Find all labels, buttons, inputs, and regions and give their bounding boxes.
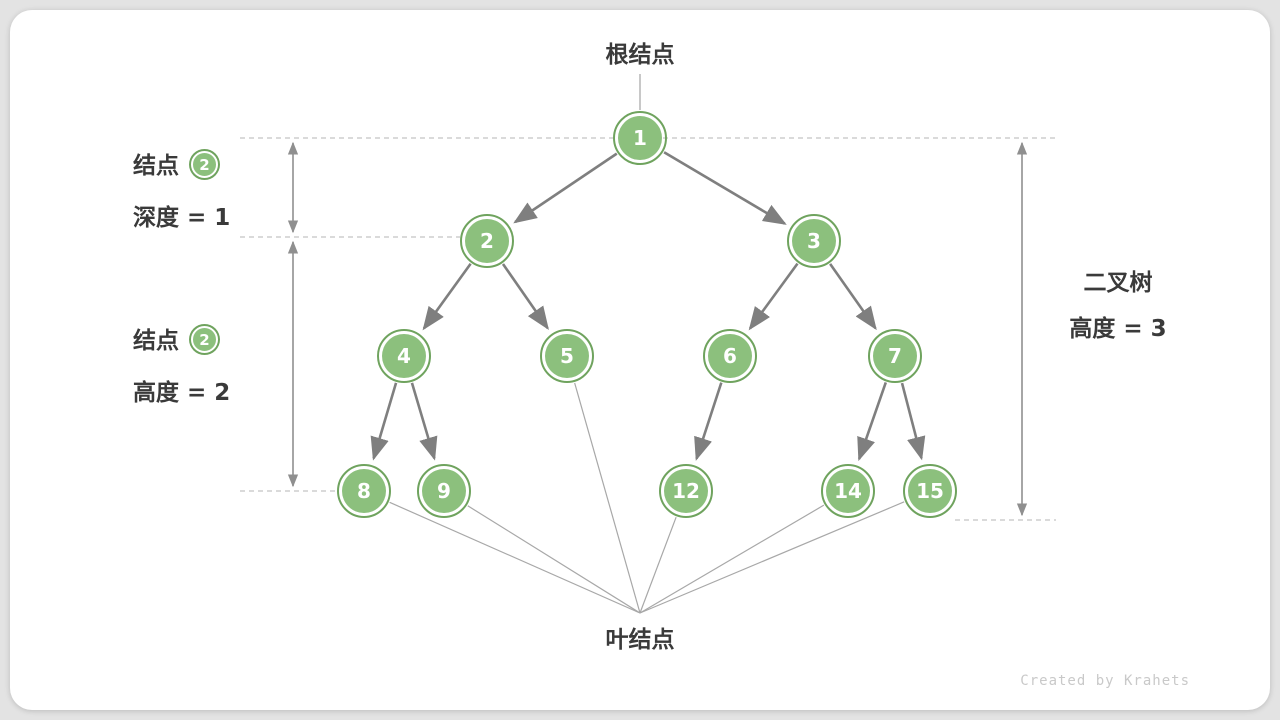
leaf-pointer-line: [574, 382, 641, 614]
tree-node-3: 3: [787, 214, 841, 268]
node-value: 12: [672, 479, 700, 503]
node-outer-ring: [821, 464, 875, 518]
node-outer-ring: [613, 111, 667, 165]
tree-node-1: 1: [613, 111, 667, 165]
node-value: 4: [397, 344, 411, 368]
node-outer-ring: [377, 329, 431, 383]
leaf-pointer-line: [389, 501, 641, 614]
tree-node-4: 4: [377, 329, 431, 383]
node-value: 1: [633, 126, 647, 150]
leaf-pointer-line: [639, 504, 825, 614]
node-outer-ring: [540, 329, 594, 383]
node-circle: [465, 219, 509, 263]
node-outer-ring: [787, 214, 841, 268]
node-outer-ring: [417, 464, 471, 518]
watermark: Created by Krahets: [1020, 673, 1190, 689]
node-value: 15: [916, 479, 944, 503]
tree-node-7: 7: [868, 329, 922, 383]
tree-edge: [370, 382, 398, 461]
node-circle: [618, 116, 662, 160]
tree-node-12: 12: [659, 464, 713, 518]
tree-node-6: 6: [703, 329, 757, 383]
node-value: 14: [834, 479, 862, 503]
node-circle: [342, 469, 386, 513]
tree-edge: [694, 382, 723, 461]
node-circle: [708, 334, 752, 378]
height-badge-node: 2: [191, 326, 218, 353]
node-outer-ring: [659, 464, 713, 518]
node-value: 3: [807, 229, 821, 253]
tree-edge: [748, 262, 799, 331]
tree-edge: [857, 382, 888, 462]
leaf-pointer-line: [639, 501, 905, 614]
node-value: 9: [437, 479, 451, 503]
node-outer-ring: [703, 329, 757, 383]
height-title-text: 结点: [133, 328, 179, 354]
depth-annotation-value: 深度 = 1: [133, 205, 231, 231]
leaf-pointer-line: [639, 516, 677, 614]
node-outer-ring: [460, 214, 514, 268]
depth-title-text: 结点: [133, 153, 179, 179]
tree-node-8: 8: [337, 464, 391, 518]
node-value: 7: [888, 344, 902, 368]
tree-edge: [501, 263, 549, 331]
root-node-label: 根结点: [605, 42, 675, 68]
node-value: 5: [560, 344, 574, 368]
node-circle: [792, 219, 836, 263]
tree-edge: [663, 151, 787, 225]
node-value: 6: [723, 344, 737, 368]
height-annotation-title: 结点 2: [133, 326, 218, 356]
node-outer-ring: [868, 329, 922, 383]
node-circle: [382, 334, 426, 378]
tree-edge: [829, 263, 877, 331]
node-outer-ring: [903, 464, 957, 518]
tree-node-15: 15: [903, 464, 957, 518]
node-value: 2: [480, 229, 494, 253]
height-annotation-value: 高度 = 2: [133, 380, 231, 406]
tree-node-2: 2: [460, 214, 514, 268]
tree-height-annotation-line2: 高度 = 3: [1069, 316, 1167, 342]
node-circle: [664, 469, 708, 513]
depth-annotation-title: 结点 2: [133, 151, 218, 181]
tree-height-annotation-line1: 二叉树: [1083, 270, 1153, 296]
tree-edge: [513, 152, 618, 224]
depth-badge-node: 2: [191, 151, 218, 178]
node-circle: [908, 469, 952, 513]
node-value: 8: [357, 479, 371, 503]
leaf-node-label: 叶结点: [605, 627, 675, 653]
node-outer-ring: [337, 464, 391, 518]
tree-node-5: 5: [540, 329, 594, 383]
node-circle: [545, 334, 589, 378]
tree-node-14: 14: [821, 464, 875, 518]
node-circle: [422, 469, 466, 513]
tree-node-9: 9: [417, 464, 471, 518]
leaf-pointer-line: [467, 505, 641, 614]
node-circle: [873, 334, 917, 378]
tree-edge: [900, 382, 926, 461]
tree-edge: [422, 262, 472, 331]
tree-edge: [410, 382, 438, 461]
node-circle: [826, 469, 870, 513]
